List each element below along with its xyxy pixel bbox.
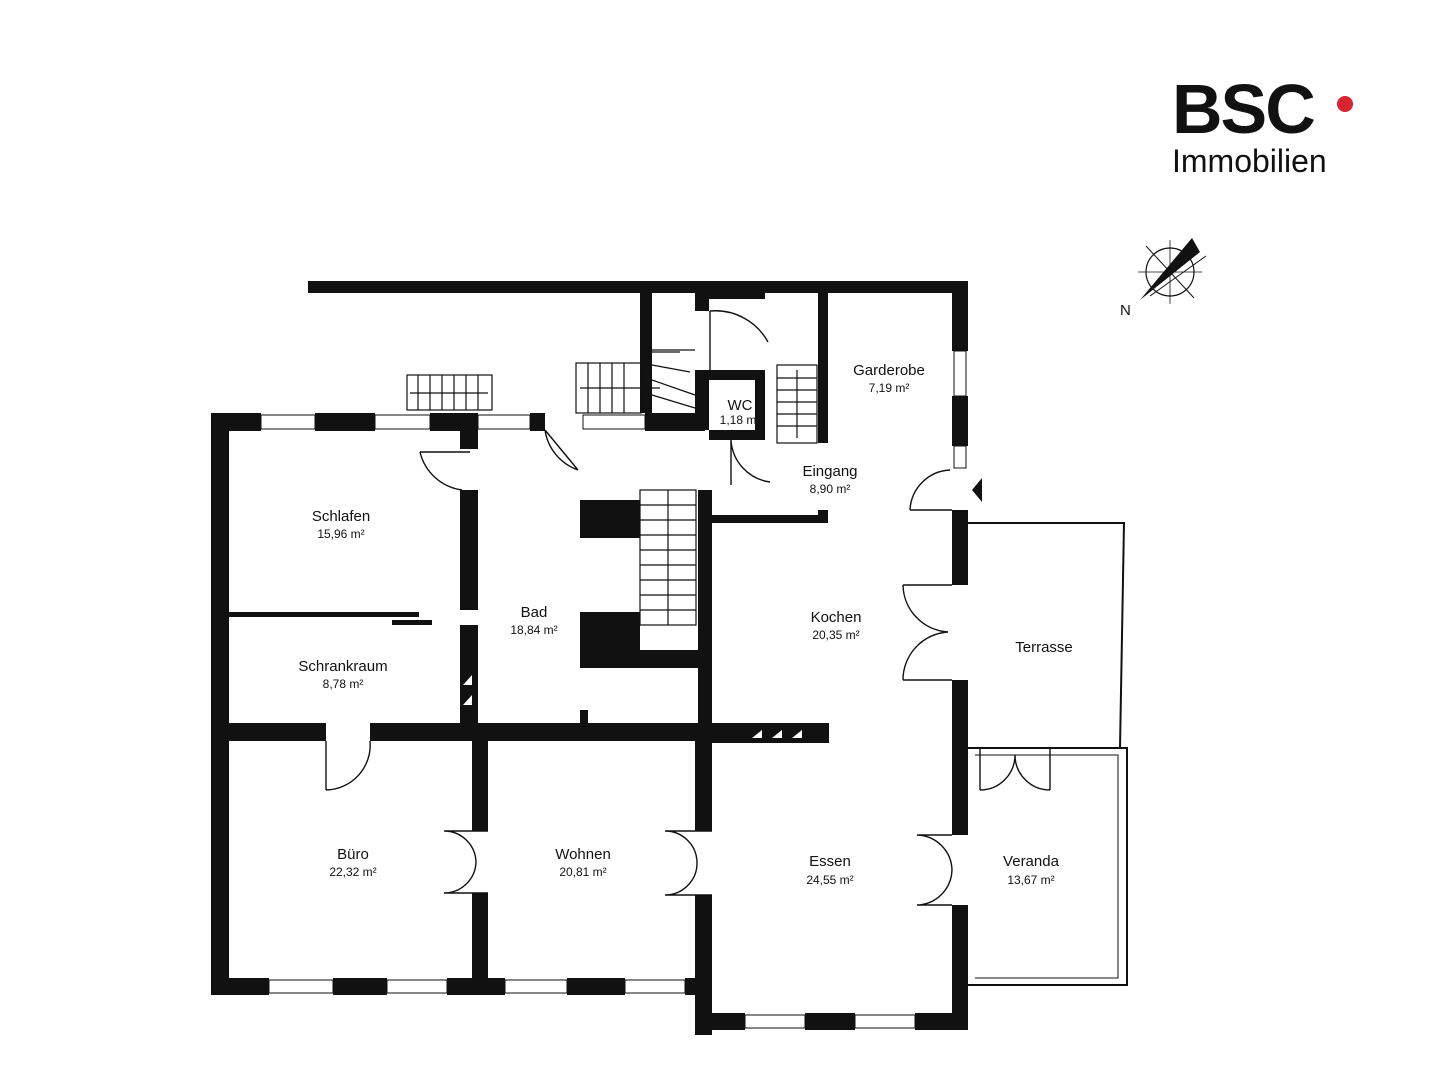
room-label-schrankraum: Schrankraum 8,78 m² <box>298 658 387 691</box>
room-area: 8,78 m² <box>323 677 364 691</box>
room-name: Veranda <box>1003 853 1060 870</box>
room-area: 7,19 m² <box>869 381 910 395</box>
company-logo: BSC Immobilien <box>1172 70 1353 179</box>
room-label-eingang: Eingang 8,90 m² <box>802 463 857 496</box>
room-area: 8,90 m² <box>810 482 851 496</box>
room-area: 22,32 m² <box>329 865 376 879</box>
room-name: Kochen <box>811 609 862 626</box>
room-label-kochen: Kochen 20,35 m² <box>811 609 862 642</box>
doors <box>325 310 1051 906</box>
room-label-essen: Essen 24,55 m² <box>806 853 853 887</box>
room-label-wohnen: Wohnen 20,81 m² <box>555 846 611 879</box>
terrace-outline <box>968 522 1128 986</box>
room-label-garderobe: Garderobe 7,19 m² <box>853 362 925 395</box>
chimney-marks <box>463 675 802 738</box>
logo-sub-text: Immobilien <box>1172 143 1327 179</box>
stairs <box>406 349 818 626</box>
logo-main-text: BSC <box>1172 70 1314 148</box>
room-area: 18,84 m² <box>510 623 557 637</box>
room-name: Terrasse <box>1015 639 1073 656</box>
room-name: Essen <box>809 853 851 870</box>
windows <box>260 350 967 1029</box>
logo-dot-icon <box>1337 96 1353 112</box>
room-label-wc: WC 1,18 m² <box>720 397 761 427</box>
room-name: Schrankraum <box>298 658 387 675</box>
room-area: 13,67 m² <box>1007 873 1054 887</box>
room-label-veranda: Veranda 13,67 m² <box>1003 853 1060 887</box>
room-area: 24,55 m² <box>806 873 853 887</box>
room-label-buero: Büro 22,32 m² <box>329 846 376 879</box>
room-name: Garderobe <box>853 362 925 379</box>
room-area: 20,35 m² <box>812 628 859 642</box>
room-name: WC <box>728 397 753 414</box>
room-label-terrasse: Terrasse <box>1015 639 1073 656</box>
room-label-schlafen: Schlafen 15,96 m² <box>312 508 370 541</box>
room-name: Wohnen <box>555 846 611 863</box>
room-area: 15,96 m² <box>317 527 364 541</box>
room-area: 20,81 m² <box>559 865 606 879</box>
room-name: Büro <box>337 846 369 863</box>
compass-icon <box>1138 238 1207 304</box>
room-area: 1,18 m² <box>720 413 761 427</box>
walls <box>211 281 968 1035</box>
room-name: Eingang <box>802 463 857 480</box>
compass-north-label: N <box>1120 302 1131 319</box>
room-name: Schlafen <box>312 508 370 525</box>
room-name: Bad <box>521 604 548 621</box>
room-label-bad: Bad 18,84 m² <box>510 604 557 637</box>
